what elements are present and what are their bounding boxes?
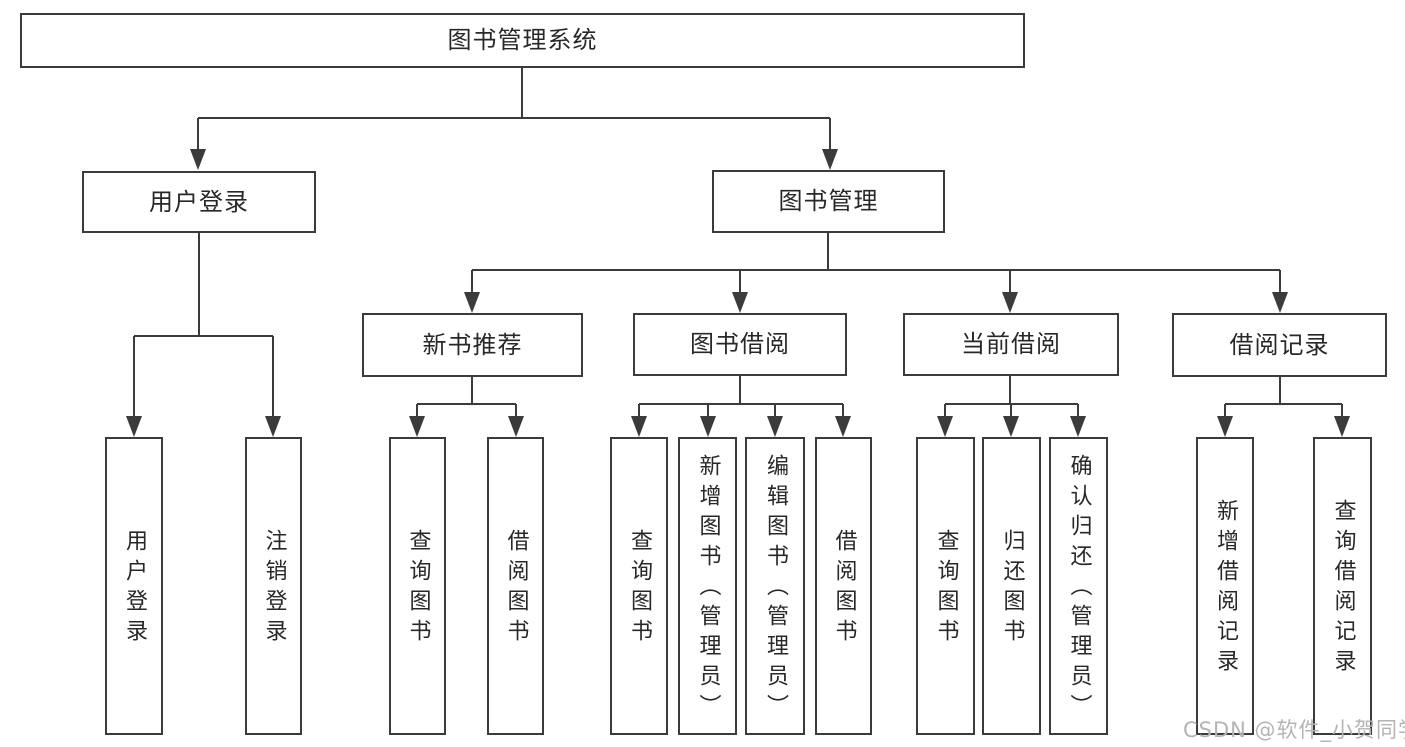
leaf-return-book: 归还图书	[982, 437, 1041, 735]
leaf-confirm-return-admin: 确认归还（管理员）	[1049, 437, 1108, 735]
node-book-borrow: 图书借阅	[633, 313, 847, 376]
leaf-logout: 注销登录	[245, 437, 302, 735]
leaf-query-borrow-record: 查询借阅记录	[1313, 437, 1372, 735]
node-borrow-records: 借阅记录	[1172, 313, 1387, 377]
leaf-borrow-books: 借阅图书	[815, 437, 872, 735]
arrowheads	[126, 149, 1350, 437]
node-current-borrow: 当前借阅	[903, 313, 1119, 376]
leaf-query-books-borrow: 查询图书	[610, 437, 668, 735]
leaf-edit-book-admin: 编辑图书（管理员）	[745, 437, 805, 735]
leaf-query-books-recommend: 查询图书	[389, 437, 446, 735]
leaf-query-books-current: 查询图书	[916, 437, 975, 735]
leaf-add-book-admin: 新增图书（管理员）	[678, 437, 737, 735]
leaf-borrow-books-recommend: 借阅图书	[487, 437, 544, 735]
leaf-user-login: 用户登录	[105, 437, 163, 735]
leaf-add-borrow-record: 新增借阅记录	[1196, 437, 1254, 735]
csdn-watermark: CSDN @软件_小贺同学	[1183, 718, 1405, 742]
node-book-management: 图书管理	[712, 170, 945, 233]
node-root-system: 图书管理系统	[20, 13, 1025, 68]
node-new-book-recommend: 新书推荐	[362, 313, 583, 377]
node-user-login: 用户登录	[82, 171, 316, 233]
